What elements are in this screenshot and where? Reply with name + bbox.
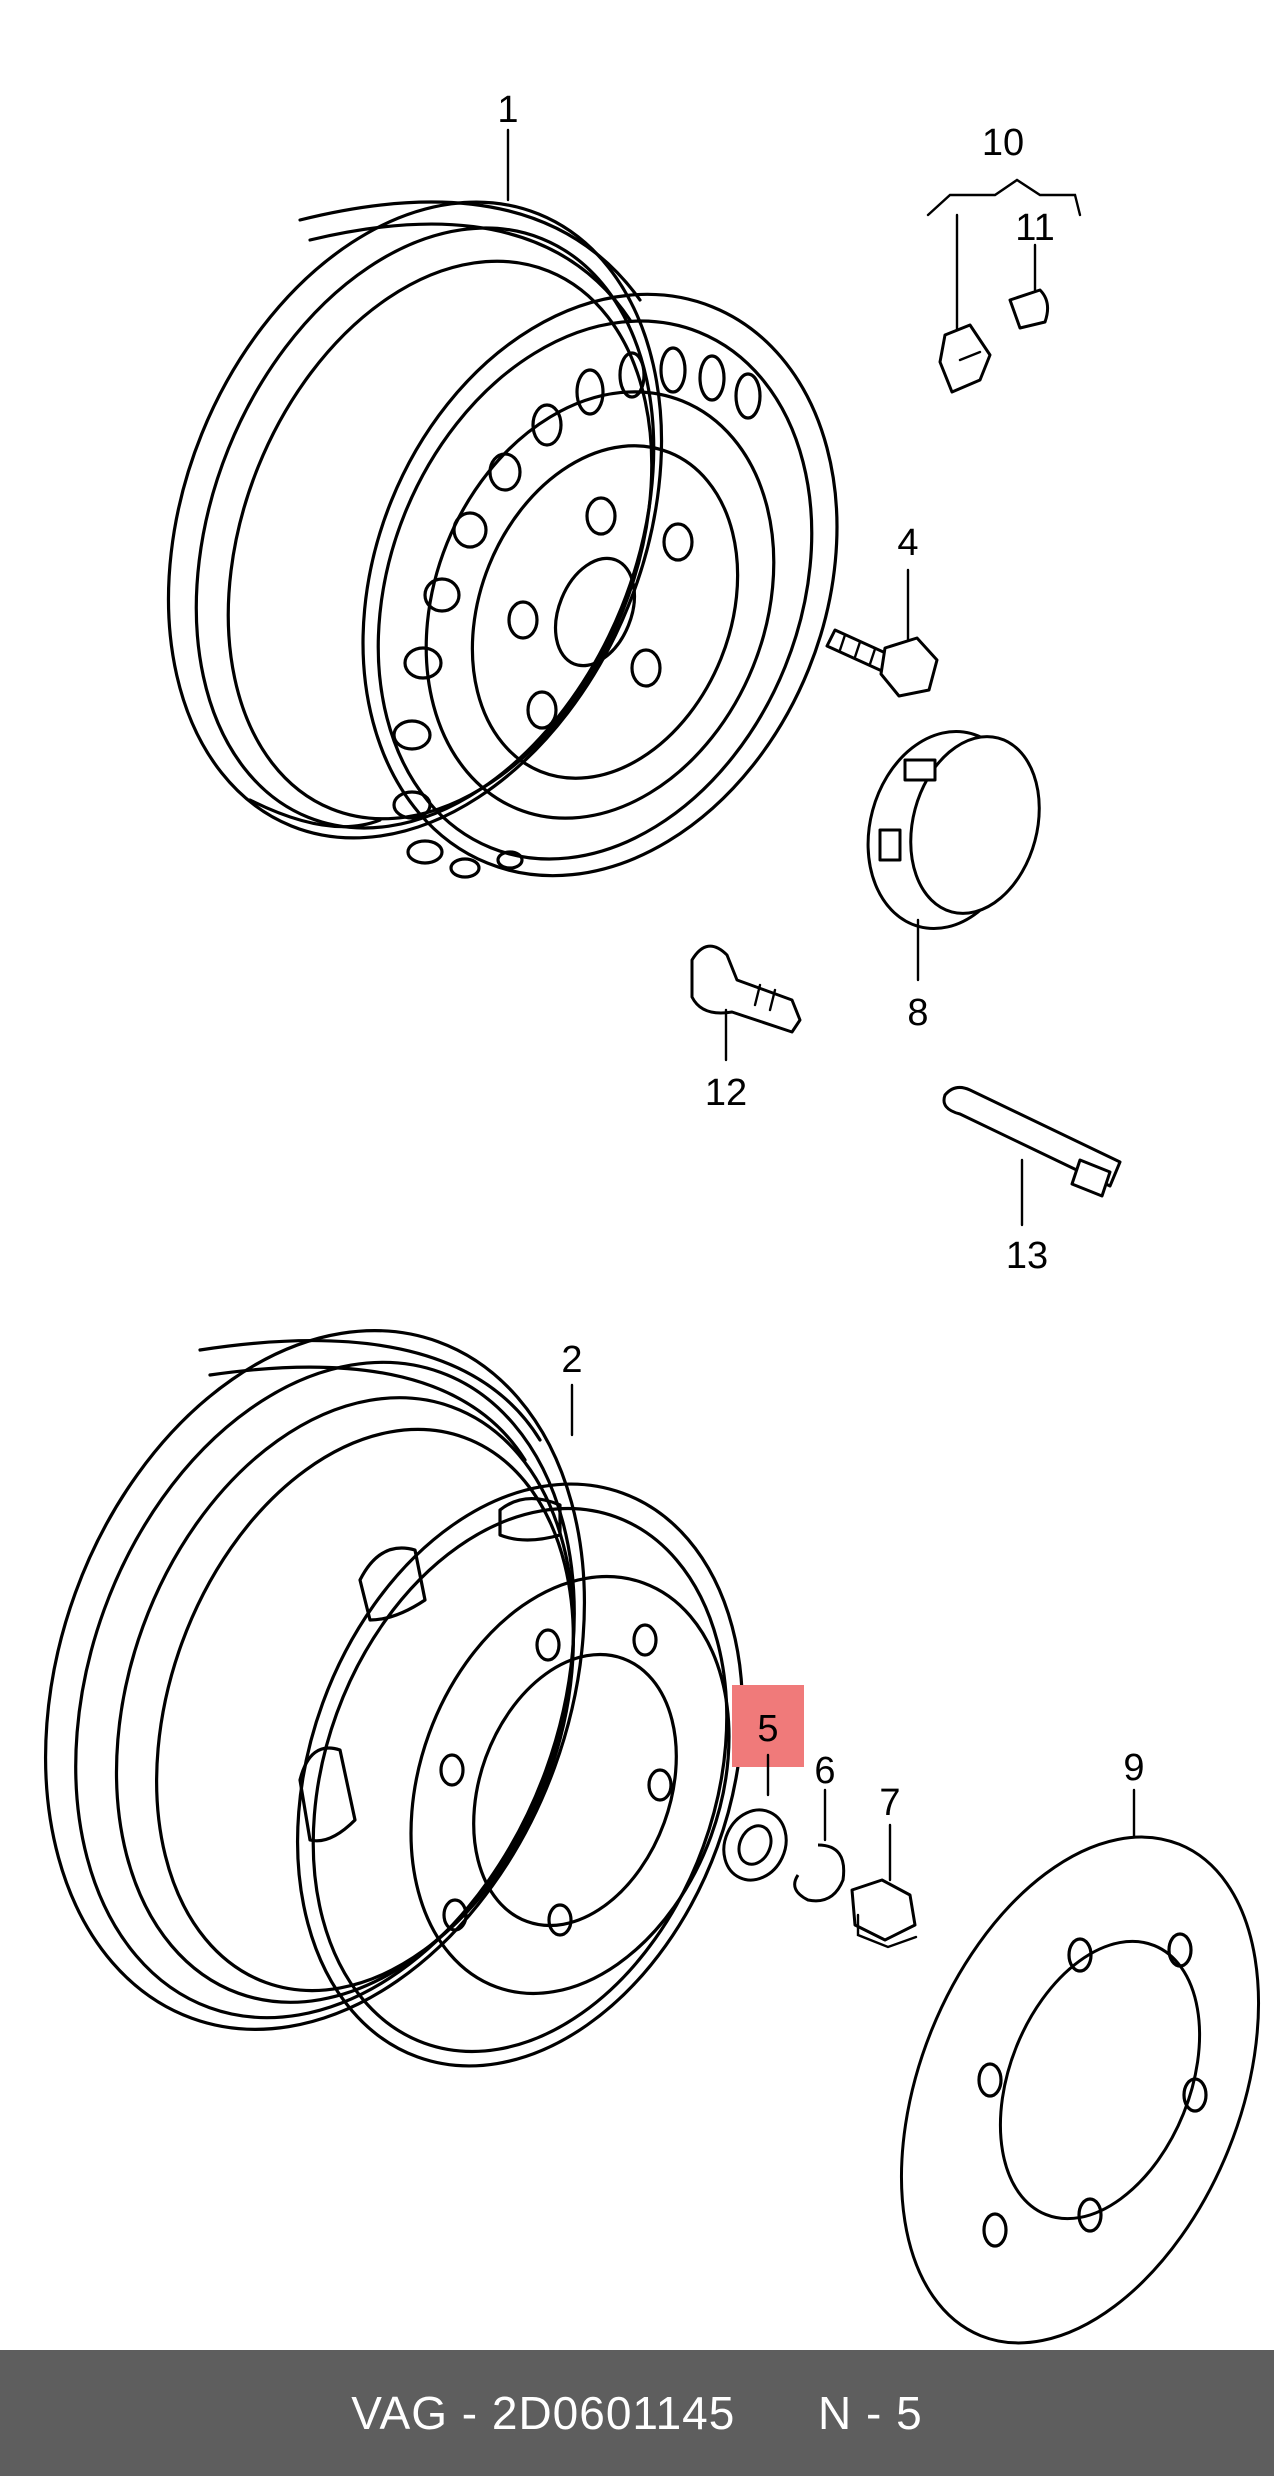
balance-weight-10[interactable]	[938, 323, 992, 394]
callout-11: 11	[1015, 207, 1054, 249]
valve-extension-13[interactable]	[942, 1085, 1122, 1198]
callout-12: 12	[705, 1072, 747, 1114]
callout-1: 1	[497, 89, 518, 131]
footer-spacer	[735, 2386, 818, 2440]
hub-cap-8[interactable]	[847, 714, 1059, 946]
callout-9: 9	[1123, 1747, 1144, 1789]
callout-4: 4	[897, 522, 918, 564]
retaining-ring-6[interactable]	[793, 1843, 846, 1903]
callout-2: 2	[561, 1339, 582, 1381]
callout-13: 13	[1006, 1235, 1048, 1277]
steel-wheel-2[interactable]	[0, 1254, 820, 2128]
parts-diagram: 1 10 11 4 8 12 13 2 5 6 7 9	[0, 89, 1274, 2350]
callout-10: 10	[982, 122, 1024, 164]
callout-8: 8	[907, 992, 928, 1034]
position-text: N - 5	[818, 2387, 923, 2439]
part-number-footer: VAG - 2D0601145 N - 5	[0, 2350, 1274, 2476]
balance-weight-11[interactable]	[1008, 288, 1050, 330]
callout-6: 6	[814, 1750, 835, 1792]
wheel-nut-7[interactable]	[850, 1878, 918, 1949]
spacer-disc-9[interactable]	[832, 1784, 1274, 2350]
highlight-box	[732, 1685, 804, 1767]
part-number-text: VAG - 2D0601145	[351, 2387, 736, 2439]
callout-5: 5	[757, 1708, 778, 1750]
wheel-bolt-4[interactable]	[825, 628, 939, 698]
steel-wheel-1[interactable]	[78, 128, 921, 948]
callout-7: 7	[879, 1782, 900, 1824]
washer-5[interactable]	[713, 1800, 798, 1891]
tire-valve-12[interactable]	[690, 944, 802, 1034]
